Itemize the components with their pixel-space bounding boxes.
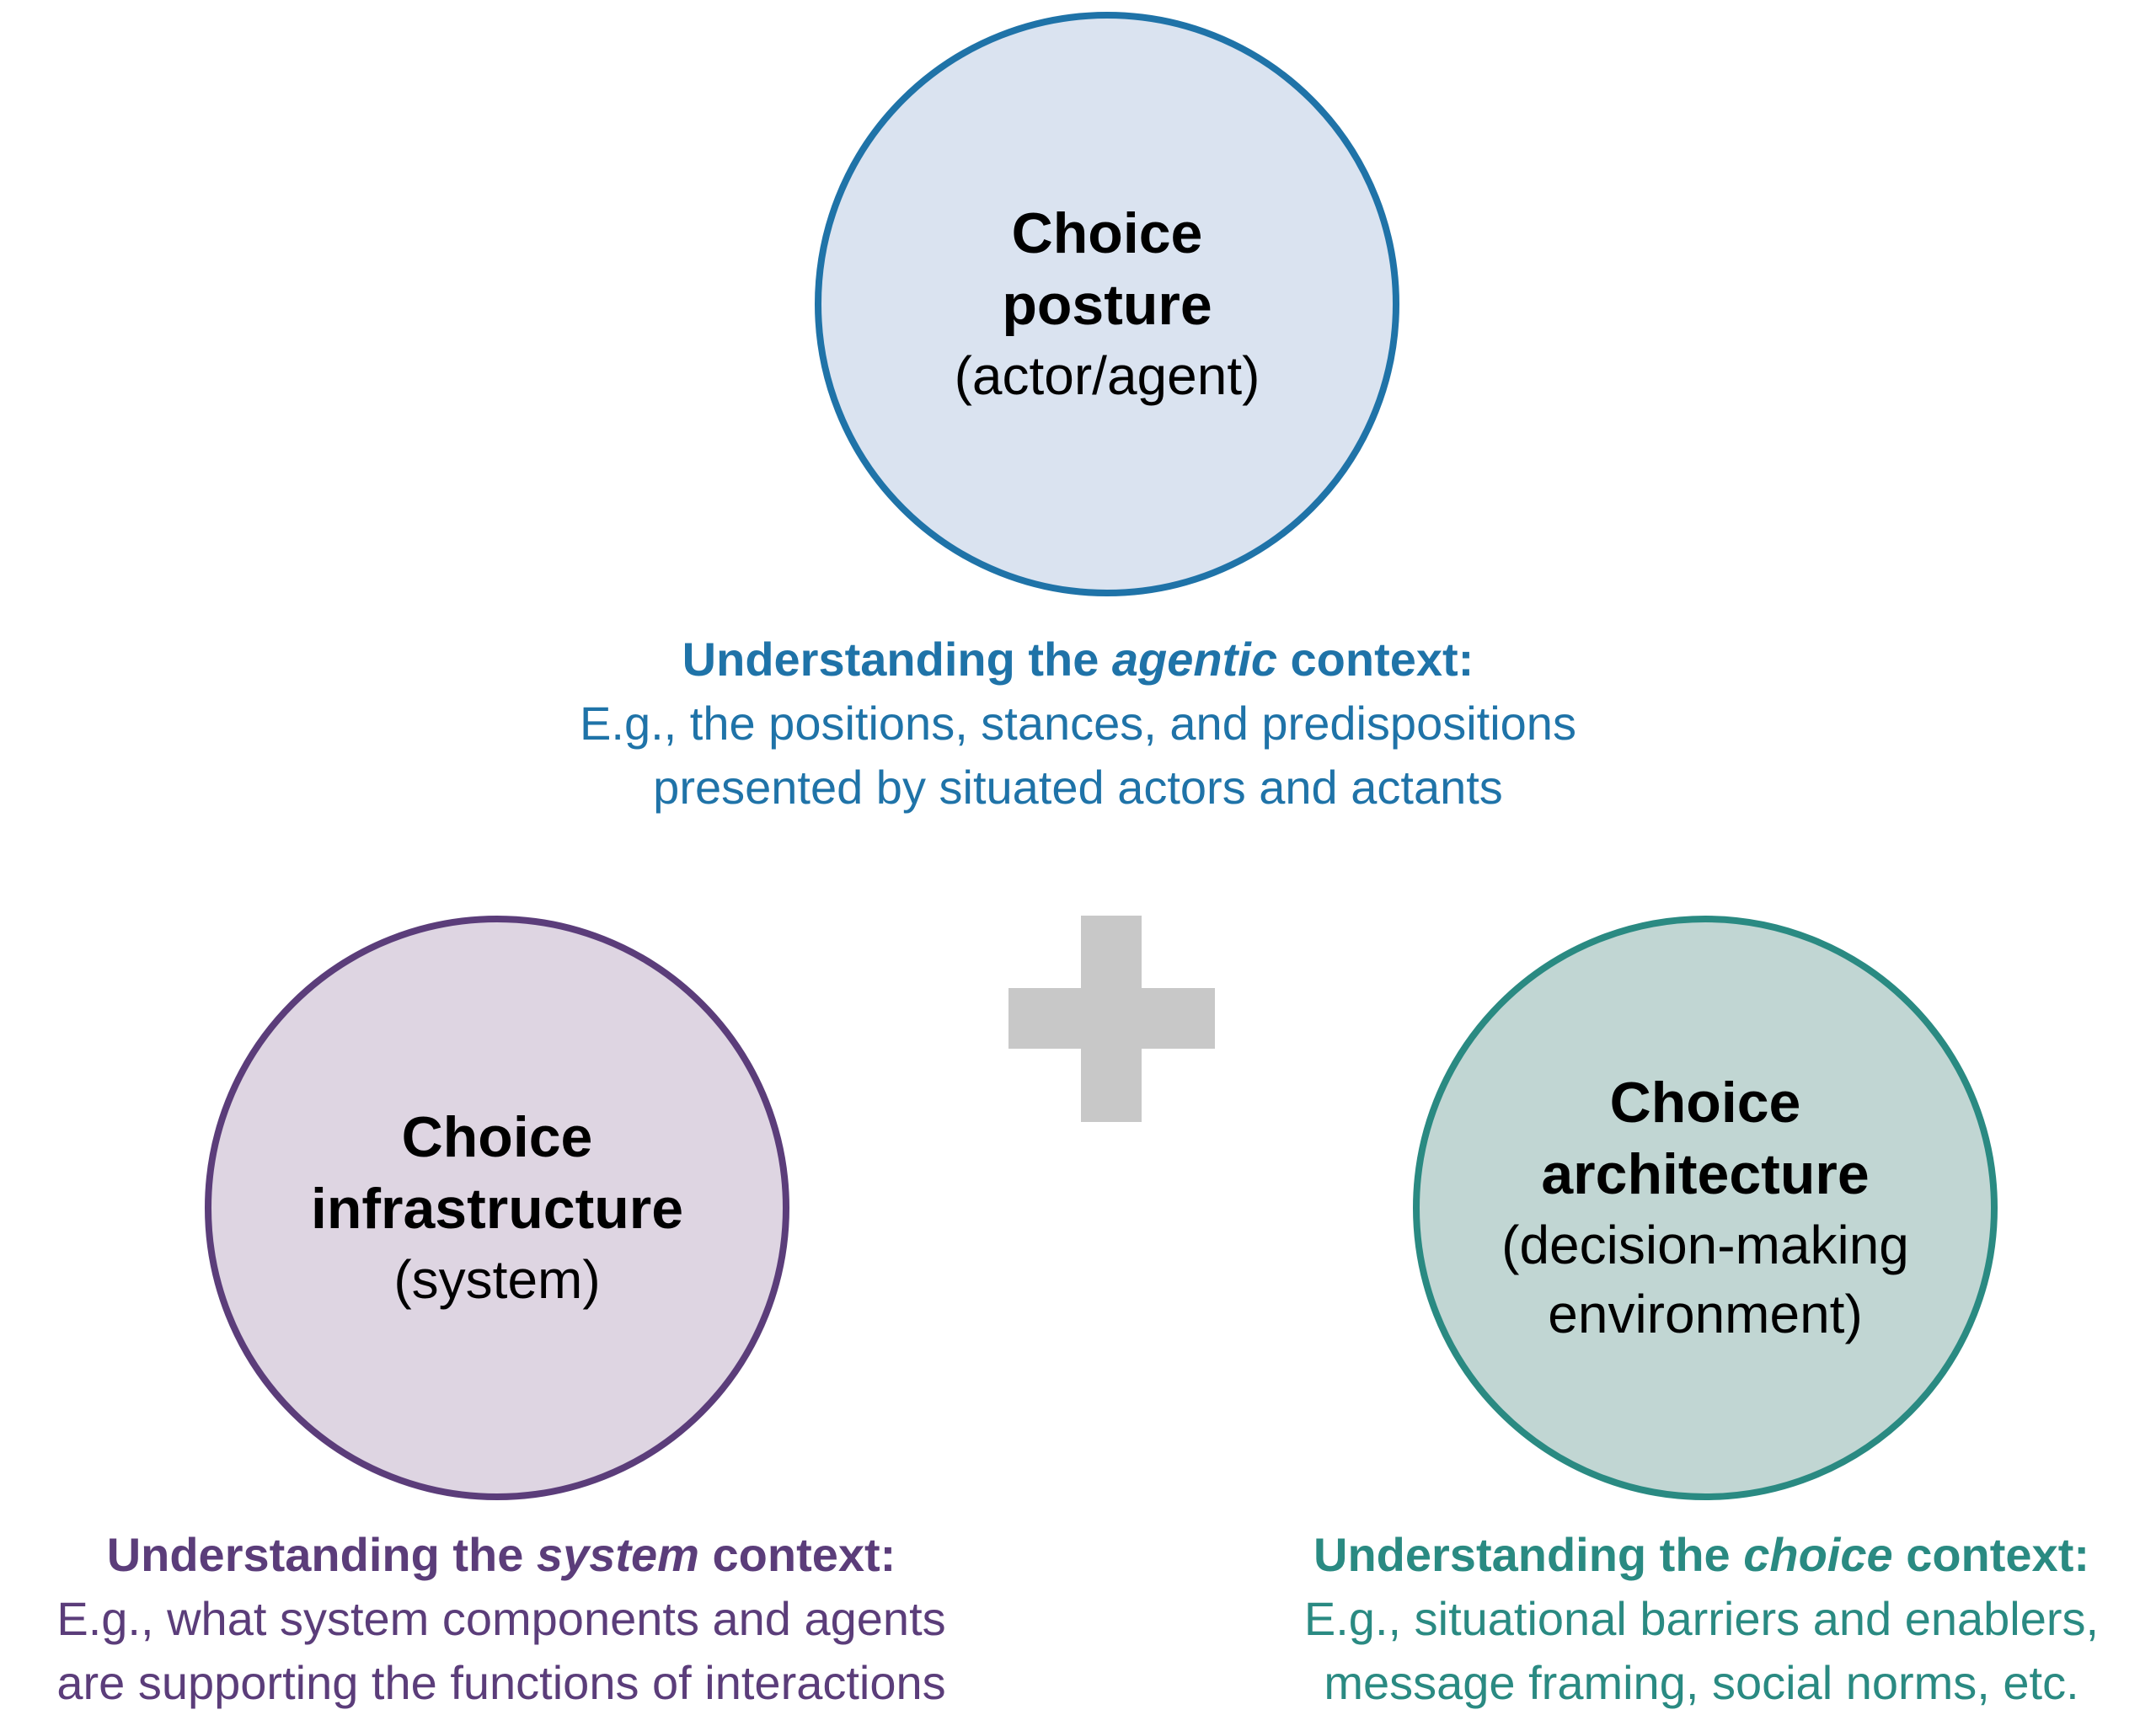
choice-context-desc-line2: message framing, social norms, etc.: [1324, 1656, 2079, 1709]
choice-posture-title-line2: posture: [1002, 273, 1212, 337]
agentic-context-desc-line1: E.g., the positions, stances, and predis…: [580, 697, 1576, 750]
choice-posture-subtitle: (actor/agent): [954, 345, 1260, 406]
choice-architecture-title-line2: architecture: [1541, 1142, 1870, 1206]
agentic-context-desc-line2: presented by situated actors and actants: [653, 761, 1503, 814]
system-context-desc-line1: E.g., what system components and agents: [56, 1592, 946, 1645]
choice-posture-title-line1: Choice: [1011, 201, 1203, 265]
choice-context-heading-pre: Understanding the: [1313, 1528, 1744, 1581]
choice-context-heading-post: context:: [1892, 1528, 2089, 1581]
choice-context-heading: Understanding the choice context:: [1247, 1523, 2156, 1587]
choice-architecture-subtitle-line1: (decision-making: [1501, 1215, 1909, 1275]
system-context-heading-em: system: [536, 1528, 699, 1581]
choice-context-desc-line1: E.g., situational barriers and enablers,: [1303, 1592, 2100, 1645]
choice-architecture-title-line1: Choice: [1609, 1071, 1801, 1135]
agentic-context-heading-pre: Understanding the: [682, 633, 1112, 686]
choice-architecture-circle: Choice architecture (decision-making env…: [1413, 916, 1998, 1500]
plus-icon-horizontal-bar: [1008, 988, 1215, 1049]
choice-context-caption: Understanding the choice context: E.g., …: [1247, 1523, 2156, 1715]
agentic-context-heading-em: agentic: [1111, 633, 1277, 686]
choice-infrastructure-circle: Choice infrastructure (system): [205, 916, 789, 1500]
agentic-context-heading: Understanding the agentic context:: [0, 628, 2156, 692]
choice-infrastructure-title-line1: Choice: [401, 1105, 593, 1169]
system-context-heading: Understanding the system context:: [0, 1523, 1003, 1587]
agentic-context-heading-post: context:: [1276, 633, 1474, 686]
agentic-context-caption: Understanding the agentic context: E.g.,…: [0, 628, 2156, 820]
system-context-heading-post: context:: [698, 1528, 896, 1581]
choice-infrastructure-title-line2: infrastructure: [310, 1177, 684, 1241]
system-context-caption: Understanding the system context: E.g., …: [0, 1523, 1003, 1715]
choice-architecture-subtitle-line2: environment): [1548, 1284, 1863, 1344]
system-context-desc-line2: are supporting the functions of interact…: [56, 1656, 946, 1709]
choice-infrastructure-subtitle: (system): [393, 1249, 601, 1310]
choice-posture-circle: Choice posture (actor/agent): [815, 12, 1399, 596]
system-context-heading-pre: Understanding the: [106, 1528, 537, 1581]
choice-context-heading-em: choice: [1743, 1528, 1893, 1581]
